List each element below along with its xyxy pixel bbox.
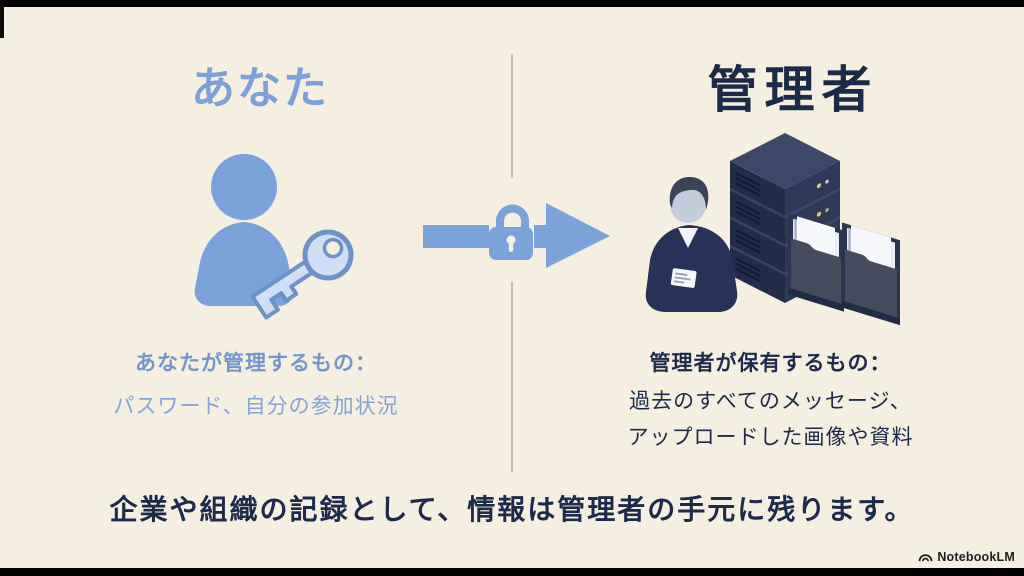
left-caption-body: パスワード、自分の参加状況 — [113, 395, 399, 418]
letterbox-top — [0, 0, 1024, 7]
left-caption: あなたが管理するもの： パスワード、自分の参加状況 — [30, 347, 482, 420]
letterbox-bottom — [0, 568, 1024, 576]
right-caption-line1: 過去のすべてのメッセージ、 — [629, 390, 912, 413]
admin-with-servers-and-folders-icon — [645, 133, 900, 326]
watermark-label: NotebookLM — [937, 550, 1015, 564]
right-caption: 管理者が保有するもの： 過去のすべてのメッセージ、 アップロードした画像や資料 — [553, 347, 988, 456]
left-caption-heading: あなたが管理するもの： — [135, 352, 377, 375]
right-column-title: 管理者 — [707, 62, 879, 118]
folders-icon — [788, 213, 900, 326]
lock-icon — [489, 204, 533, 260]
admin-person-icon — [645, 177, 738, 312]
right-caption-line2: アップロードした画像や資料 — [627, 426, 914, 449]
arrow-icon — [423, 203, 610, 268]
left-column-title: あなた — [191, 64, 329, 113]
key-icon — [250, 229, 354, 320]
column-divider — [511, 282, 513, 472]
summary-note: 企業や組織の記録として、情報は管理者の手元に残ります。 — [109, 494, 915, 525]
column-divider — [511, 54, 513, 178]
user-with-key-icon — [194, 154, 354, 320]
lock-arrow-icon — [423, 203, 610, 268]
right-caption-heading: 管理者が保有するもの： — [649, 352, 892, 375]
watermark: NotebookLM — [918, 549, 1015, 565]
notebooklm-logo-icon — [918, 554, 933, 562]
letterbox-left-notch — [0, 0, 4, 38]
